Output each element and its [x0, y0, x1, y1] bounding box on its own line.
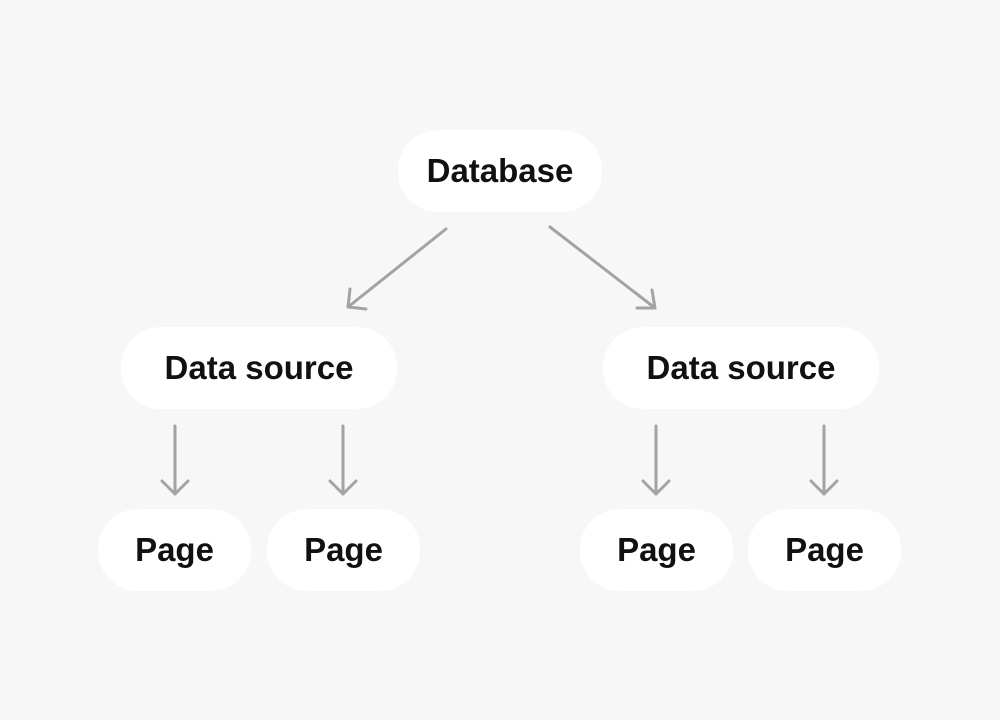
page-node-2: Page: [267, 509, 420, 591]
page-node-1: Page: [98, 509, 251, 591]
database-node: Database: [398, 130, 602, 212]
data-source-label-right: Data source: [646, 349, 836, 386]
arrow-database-to-source-right: [548, 225, 657, 310]
page-label-2: Page: [304, 531, 383, 568]
arrowhead-database-to-source-left: [346, 287, 368, 311]
page-label-3: Page: [617, 531, 696, 568]
data-source-label-left: Data source: [164, 349, 354, 386]
arrow-database-to-source-left: [346, 227, 448, 309]
arrowhead-source-left-to-page-2: [328, 479, 358, 496]
database-label: Database: [426, 152, 574, 189]
page-node-3: Page: [580, 509, 733, 591]
arrowhead-source-right-to-page-4: [809, 479, 839, 496]
page-node-4: Page: [748, 509, 901, 591]
data-source-node-left: Data source: [121, 327, 397, 409]
arrowhead-database-to-source-right: [635, 288, 657, 310]
arrowhead-source-left-to-page-1: [160, 479, 190, 496]
page-label-4: Page: [785, 531, 864, 568]
arrowhead-source-right-to-page-3: [641, 479, 671, 496]
data-source-node-right: Data source: [603, 327, 879, 409]
page-label-1: Page: [135, 531, 214, 568]
